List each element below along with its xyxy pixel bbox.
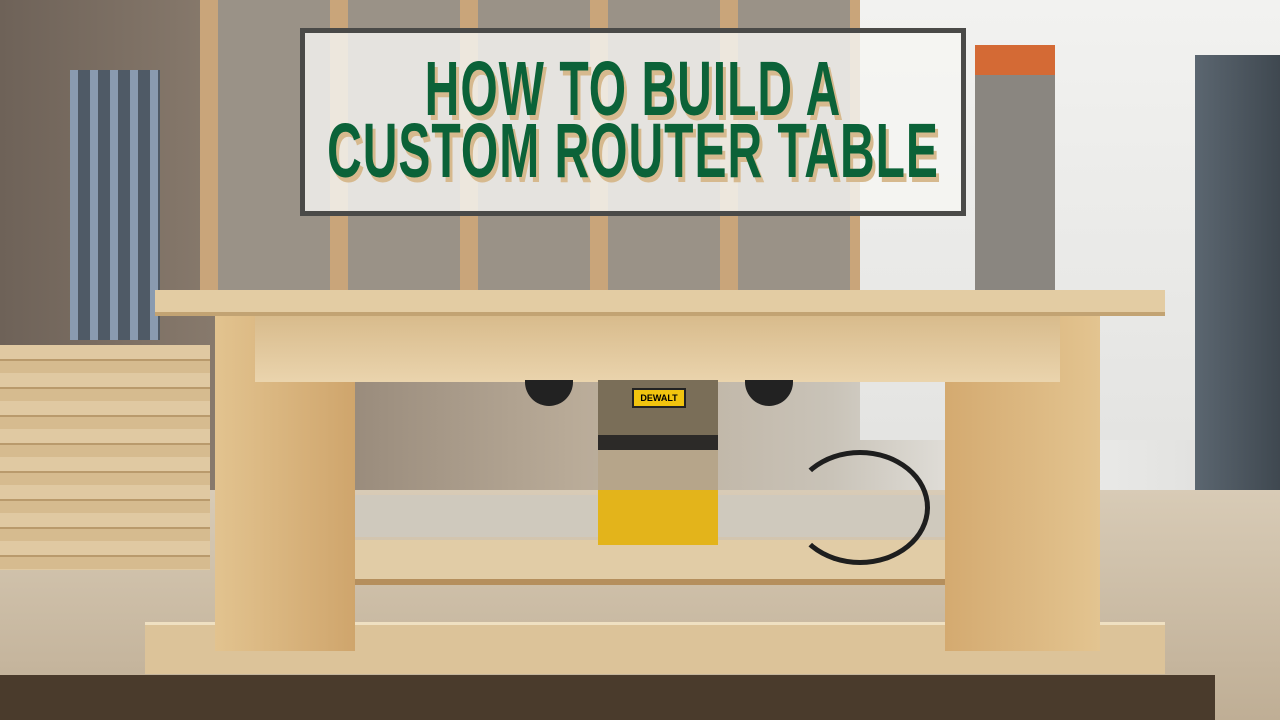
router-cord — [790, 450, 930, 565]
router-table-apron — [255, 316, 1060, 382]
clamp-rack — [70, 70, 160, 340]
title-line-1: HOW TO BUILD A — [424, 47, 842, 133]
workbench-edge — [0, 675, 1215, 720]
router-table-top — [155, 290, 1165, 316]
router-brand-logo: DEWALT — [632, 388, 686, 408]
title-line-2: CUSTOM ROUTER TABLE — [327, 109, 939, 195]
plywood-stack — [0, 345, 210, 570]
title-banner: HOW TO BUILD A CUSTOM ROUTER TABLE — [300, 28, 966, 216]
drill-press — [975, 45, 1055, 290]
